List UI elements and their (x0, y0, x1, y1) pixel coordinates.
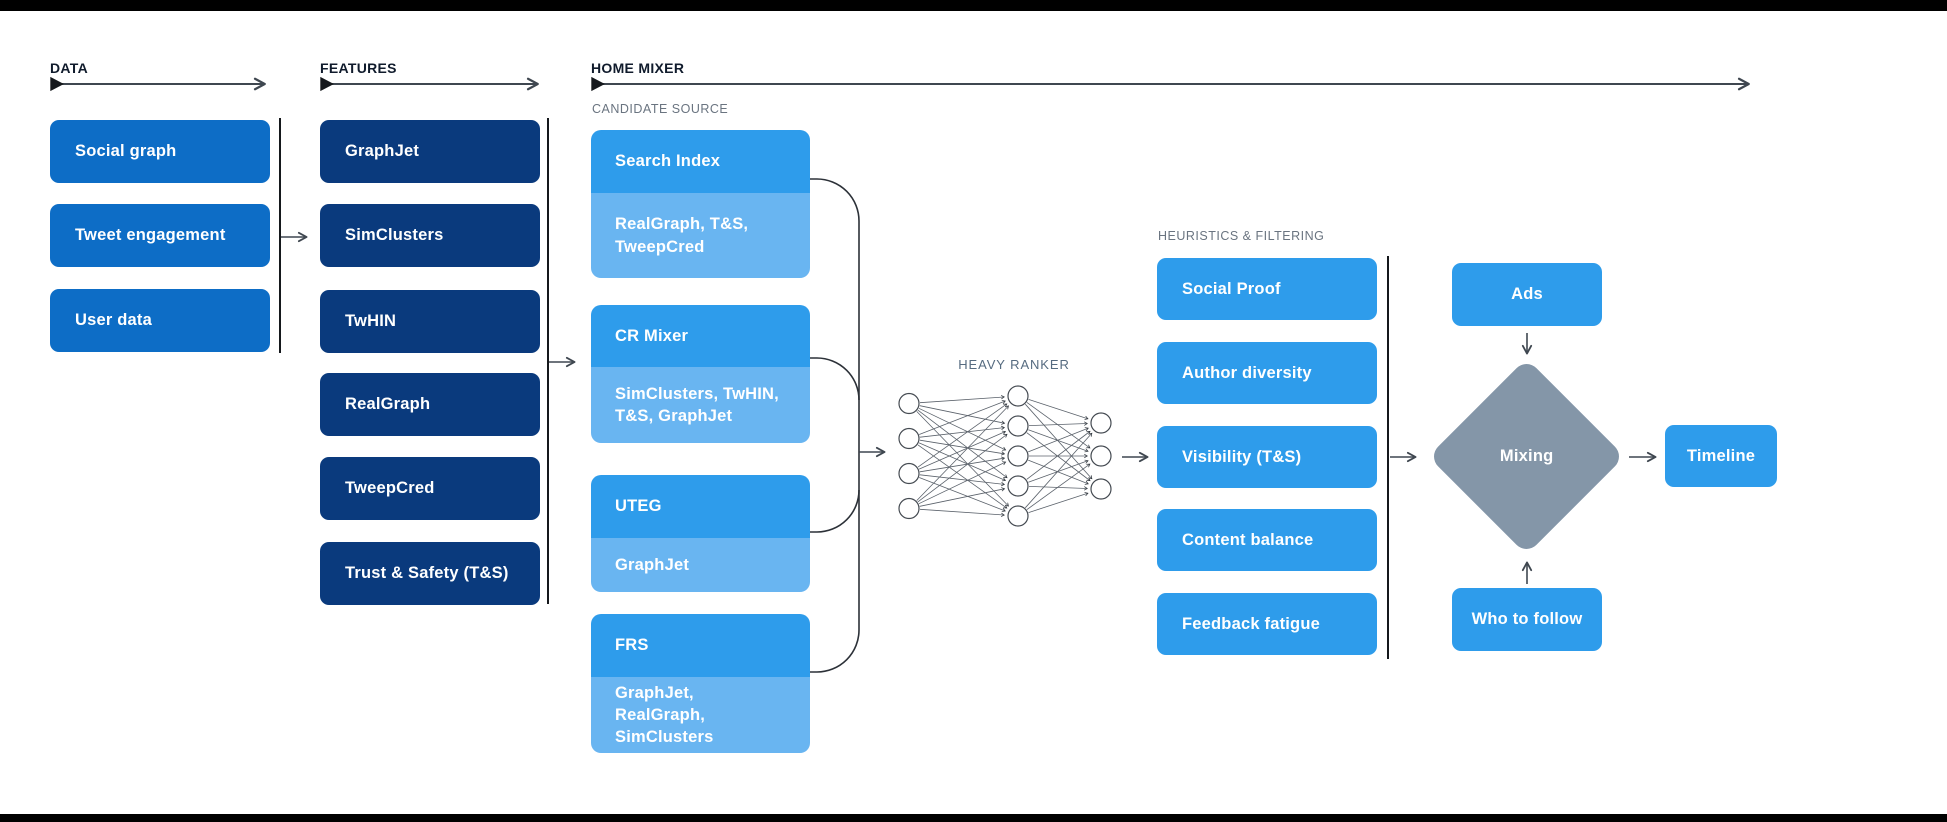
section-label-features: FEATURES (320, 60, 397, 76)
divider-lines (279, 118, 1389, 659)
heuristic-box-author-diversity: Author diversity (1157, 342, 1377, 404)
bus-search-index (810, 178, 860, 630)
bus-cr-mixer (810, 357, 860, 401)
bus-uteg (810, 489, 860, 533)
candidate-source-features: RealGraph, T&S, TweepCred (591, 193, 810, 278)
feature-box-tweepcred: TweepCred (320, 457, 540, 520)
timeline-box: Timeline (1665, 425, 1777, 487)
heuristic-box-content-balance: Content balance (1157, 509, 1377, 571)
feature-box-realgraph: RealGraph (320, 373, 540, 436)
bus-frs (810, 629, 860, 673)
candidate-source-bus (810, 178, 860, 673)
candidate-source-name: Search Index (591, 130, 810, 193)
data-box-user-data: User data (50, 289, 270, 352)
ads-box: Ads (1452, 263, 1602, 326)
heavy-ranker-network (898, 385, 1112, 527)
top-black-bar (0, 0, 1947, 11)
who-to-follow-box: Who to follow (1452, 588, 1602, 651)
section-label-data: DATA (50, 60, 89, 76)
feature-box-graphjet: GraphJet (320, 120, 540, 183)
candidate-source-frs: FRS GraphJet, RealGraph, SimClusters (591, 614, 810, 753)
label-heuristics-filtering: HEURISTICS & FILTERING (1158, 229, 1325, 243)
feature-box-twhin: TwHIN (320, 290, 540, 353)
label-heavy-ranker: HEAVY RANKER (958, 357, 1070, 372)
candidate-source-name: CR Mixer (591, 305, 810, 367)
heuristic-box-social-proof: Social Proof (1157, 258, 1377, 320)
bottom-black-bar (0, 814, 1947, 822)
candidate-source-uteg: UTEG GraphJet (591, 475, 810, 592)
section-label-home-mixer: HOME MIXER (591, 60, 685, 76)
data-box-tweet-engagement: Tweet engagement (50, 204, 270, 267)
heuristic-box-visibility: Visibility (T&S) (1157, 426, 1377, 488)
data-box-social-graph: Social graph (50, 120, 270, 183)
candidate-source-features: GraphJet, RealGraph, SimClusters (591, 677, 810, 753)
candidate-source-cr-mixer: CR Mixer SimClusters, TwHIN, T&S, GraphJ… (591, 305, 810, 443)
candidate-source-name: FRS (591, 614, 810, 677)
feature-box-simclusters: SimClusters (320, 204, 540, 267)
candidate-source-name: UTEG (591, 475, 810, 538)
candidate-source-features: GraphJet (591, 538, 810, 592)
flow-arrows (281, 231, 1657, 584)
heuristic-box-feedback-fatigue: Feedback fatigue (1157, 593, 1377, 655)
candidate-source-search-index: Search Index RealGraph, T&S, TweepCred (591, 130, 810, 278)
label-candidate-source: CANDIDATE SOURCE (592, 102, 729, 116)
feature-box-trust-safety: Trust & Safety (T&S) (320, 542, 540, 605)
candidate-source-features: SimClusters, TwHIN, T&S, GraphJet (591, 367, 810, 443)
